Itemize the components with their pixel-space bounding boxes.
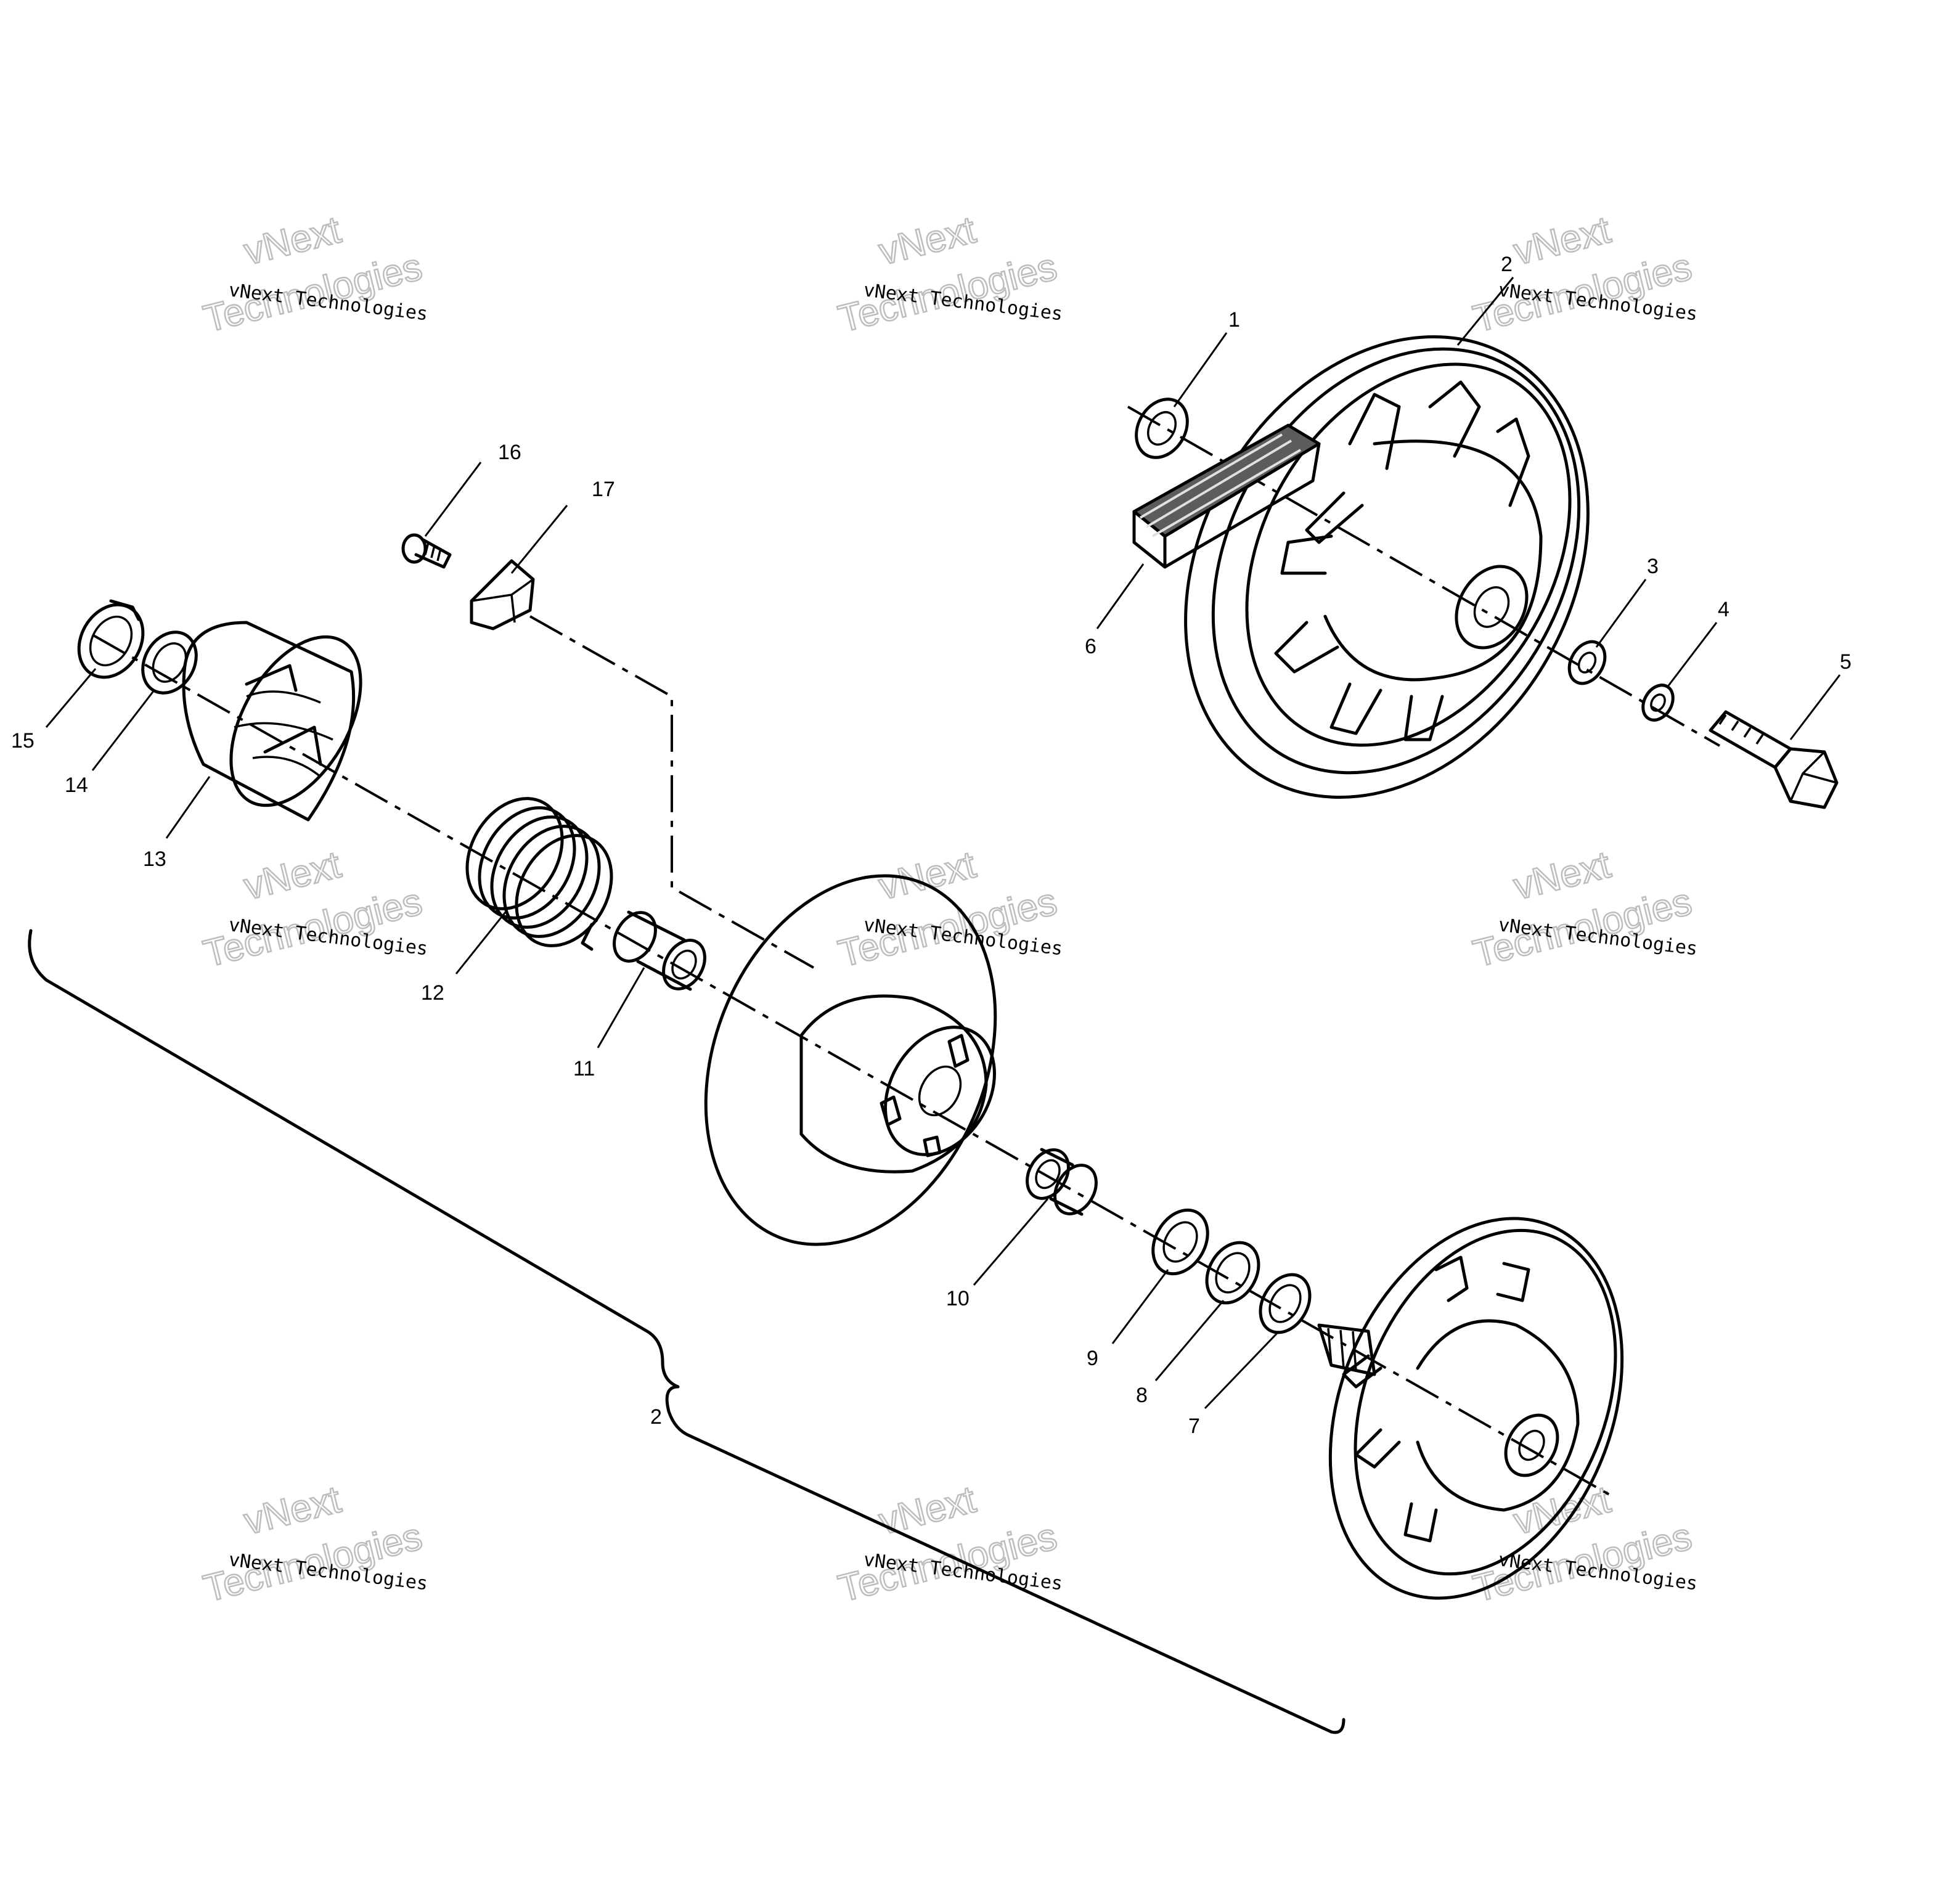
callout-10: 10 [946,1287,970,1310]
svg-text:vNext: vNext [875,1478,979,1543]
callout-16: 16 [498,441,521,464]
callout-11: 11 [573,1057,595,1080]
part-9-washer [1151,1208,1209,1276]
part-2-driven-clutch-assembly [1184,335,1590,799]
part-13-cam [182,621,362,822]
assembly-axis-lines [92,406,1720,1499]
part-5-bolt [1709,710,1839,809]
callout-5: 5 [1840,650,1852,674]
callout-17: 17 [592,478,615,501]
svg-text:vNext: vNext [240,1478,345,1543]
part-8-washer [1205,1241,1260,1305]
part-11-bushing [613,910,706,991]
callout-2-top: 2 [1501,253,1513,276]
part-7-washer [1259,1273,1312,1334]
part-15-snap-ring [77,599,145,679]
part-16-screw [401,533,452,569]
svg-text:vNext: vNext [240,843,345,908]
part-2-stationary-sheave [1317,1217,1624,1600]
callout-1: 1 [1228,308,1240,332]
svg-text:vNext: vNext [1509,1478,1614,1543]
part-12-spring [465,797,613,951]
callout-2-bracket: 2 [650,1405,662,1429]
part-10-bushing [1026,1148,1098,1216]
callout-8: 8 [1136,1384,1148,1407]
part-2-moveable-sheave [704,874,997,1246]
svg-text:vNext: vNext [1509,208,1614,273]
part-6-drive-belt [1132,423,1321,569]
part-1-washer [1135,398,1189,459]
callout-labels: 1 2 3 4 5 6 7 8 9 10 11 12 13 14 15 16 1… [11,253,1852,1438]
part-17-shoe [470,559,535,631]
part-3-washer [1567,640,1607,685]
svg-text:vNext: vNext [240,208,345,273]
callout-14: 14 [65,774,88,797]
leader-lines [45,277,1841,1410]
callout-12: 12 [421,981,444,1005]
callout-7: 7 [1188,1414,1200,1438]
callout-15: 15 [11,729,35,753]
svg-text:vNext: vNext [875,208,979,273]
assembly-bracket [28,929,1345,1734]
watermarks: vNext Technologies vNext Technologies vN… [198,208,1699,1611]
callout-6: 6 [1085,635,1096,658]
callout-4: 4 [1718,598,1729,621]
callout-13: 13 [143,847,166,871]
callout-3: 3 [1647,555,1659,578]
svg-text:vNext: vNext [1509,843,1614,908]
callout-9: 9 [1087,1347,1098,1370]
